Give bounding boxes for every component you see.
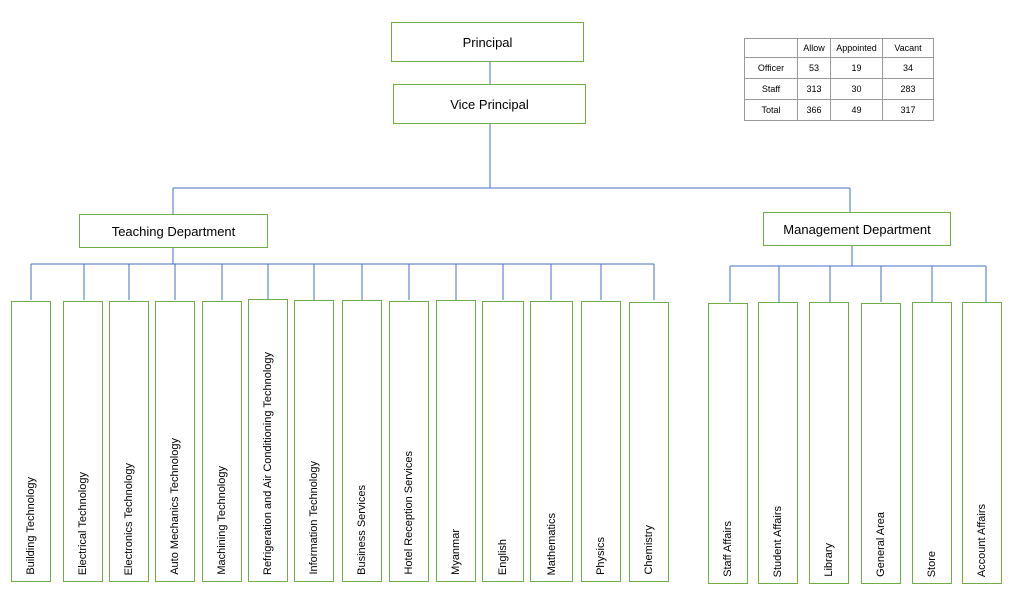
staff-table-cell: 49 bbox=[830, 99, 883, 121]
teaching-unit-label: English bbox=[497, 538, 509, 575]
teaching-unit-label: Refrigeration and Air Conditioning Techn… bbox=[262, 352, 274, 575]
management-department-box: Management Department bbox=[763, 212, 951, 246]
management-unit-label: Staff Affairs bbox=[722, 521, 734, 577]
teaching-unit-box: Information Technology bbox=[294, 300, 334, 582]
teaching-unit-label: Business Services bbox=[356, 485, 368, 575]
teaching-unit-box: Hotel Reception Services bbox=[389, 301, 429, 582]
staff-table-header-cell: Allow bbox=[797, 38, 831, 58]
teaching-unit-label: Mathematics bbox=[545, 512, 558, 575]
staff-table-cell: 317 bbox=[882, 99, 934, 121]
teaching-unit-box: Business Services bbox=[342, 300, 382, 582]
teaching-unit-box: Electrical Technology bbox=[63, 301, 103, 582]
staff-table-cell: 30 bbox=[830, 78, 883, 100]
staff-table-cell: 283 bbox=[882, 78, 934, 100]
teaching-unit-box: Building Technology bbox=[11, 301, 51, 582]
staff-table-header-cell: Vacant bbox=[882, 38, 934, 58]
staff-table-cell: 53 bbox=[797, 57, 831, 79]
teaching-unit-box: English bbox=[482, 301, 524, 582]
teaching-unit-box: Physics bbox=[581, 301, 621, 582]
vice-principal-box: Vice Principal bbox=[393, 84, 586, 124]
management-unit-label: Library bbox=[823, 543, 835, 577]
management-department-label: Management Department bbox=[783, 221, 931, 237]
principal-box: Principal bbox=[391, 22, 584, 62]
staff-table-cell: Officer bbox=[744, 57, 798, 79]
staff-table-row: Staff 313 30 283 bbox=[744, 78, 934, 100]
teaching-unit-box: Chemistry bbox=[629, 302, 669, 582]
management-unit-box: Account Affairs bbox=[962, 302, 1002, 584]
staff-table-cell: 313 bbox=[797, 78, 831, 100]
staff-table-cell: 366 bbox=[797, 99, 831, 121]
teaching-unit-label: Chemistry bbox=[643, 525, 655, 575]
teaching-unit-box: Refrigeration and Air Conditioning Techn… bbox=[248, 299, 288, 582]
teaching-unit-box: Electronics Technology bbox=[109, 301, 149, 582]
management-unit-box: Student Affairs bbox=[758, 302, 798, 584]
management-unit-box: Library bbox=[809, 302, 849, 584]
teaching-department-box: Teaching Department bbox=[79, 214, 268, 248]
teaching-unit-label: Hotel Reception Services bbox=[403, 451, 415, 575]
teaching-unit-box: Machining Technology bbox=[202, 301, 242, 582]
staff-table-cell: Staff bbox=[744, 78, 798, 100]
management-unit-box: Staff Affairs bbox=[708, 303, 748, 584]
teaching-unit-label: Myanmar bbox=[450, 529, 462, 575]
management-unit-label: General Area bbox=[875, 512, 887, 577]
management-unit-box: Store bbox=[912, 302, 952, 584]
teaching-unit-label: Auto Mechanics Technology bbox=[169, 438, 181, 575]
management-unit-label: Store bbox=[926, 550, 938, 577]
staff-table: Allow Appointed Vacant Officer 53 19 34 … bbox=[744, 38, 934, 121]
staff-table-header: Allow Appointed Vacant bbox=[744, 38, 934, 58]
teaching-unit-box: Mathematics bbox=[530, 301, 573, 582]
management-unit-label: Account Affairs bbox=[976, 503, 988, 577]
teaching-unit-box: Myanmar bbox=[436, 300, 476, 582]
management-unit-box: General Area bbox=[861, 303, 901, 584]
teaching-unit-label: Electrical Technology bbox=[77, 471, 89, 575]
staff-table-header-cell bbox=[744, 38, 798, 58]
staff-table-cell: 34 bbox=[882, 57, 934, 79]
teaching-unit-label: Electronics Technology bbox=[123, 462, 135, 575]
management-unit-label: Student Affairs bbox=[772, 505, 784, 577]
teaching-department-label: Teaching Department bbox=[111, 223, 236, 239]
teaching-unit-box: Auto Mechanics Technology bbox=[155, 301, 195, 582]
staff-table-cell: Total bbox=[744, 99, 798, 121]
staff-table-cell: 19 bbox=[830, 57, 883, 79]
vice-principal-label: Vice Principal bbox=[450, 96, 529, 112]
teaching-unit-label: Machining Technology bbox=[216, 466, 228, 575]
staff-table-row: Total 366 49 317 bbox=[744, 99, 934, 121]
teaching-unit-label: Physics bbox=[595, 537, 607, 575]
staff-table-row: Officer 53 19 34 bbox=[744, 57, 934, 79]
staff-table-header-cell: Appointed bbox=[830, 38, 883, 58]
teaching-unit-label: Information Technology bbox=[308, 461, 320, 575]
principal-label: Principal bbox=[462, 34, 513, 50]
teaching-unit-label: Building Technology bbox=[25, 477, 37, 575]
